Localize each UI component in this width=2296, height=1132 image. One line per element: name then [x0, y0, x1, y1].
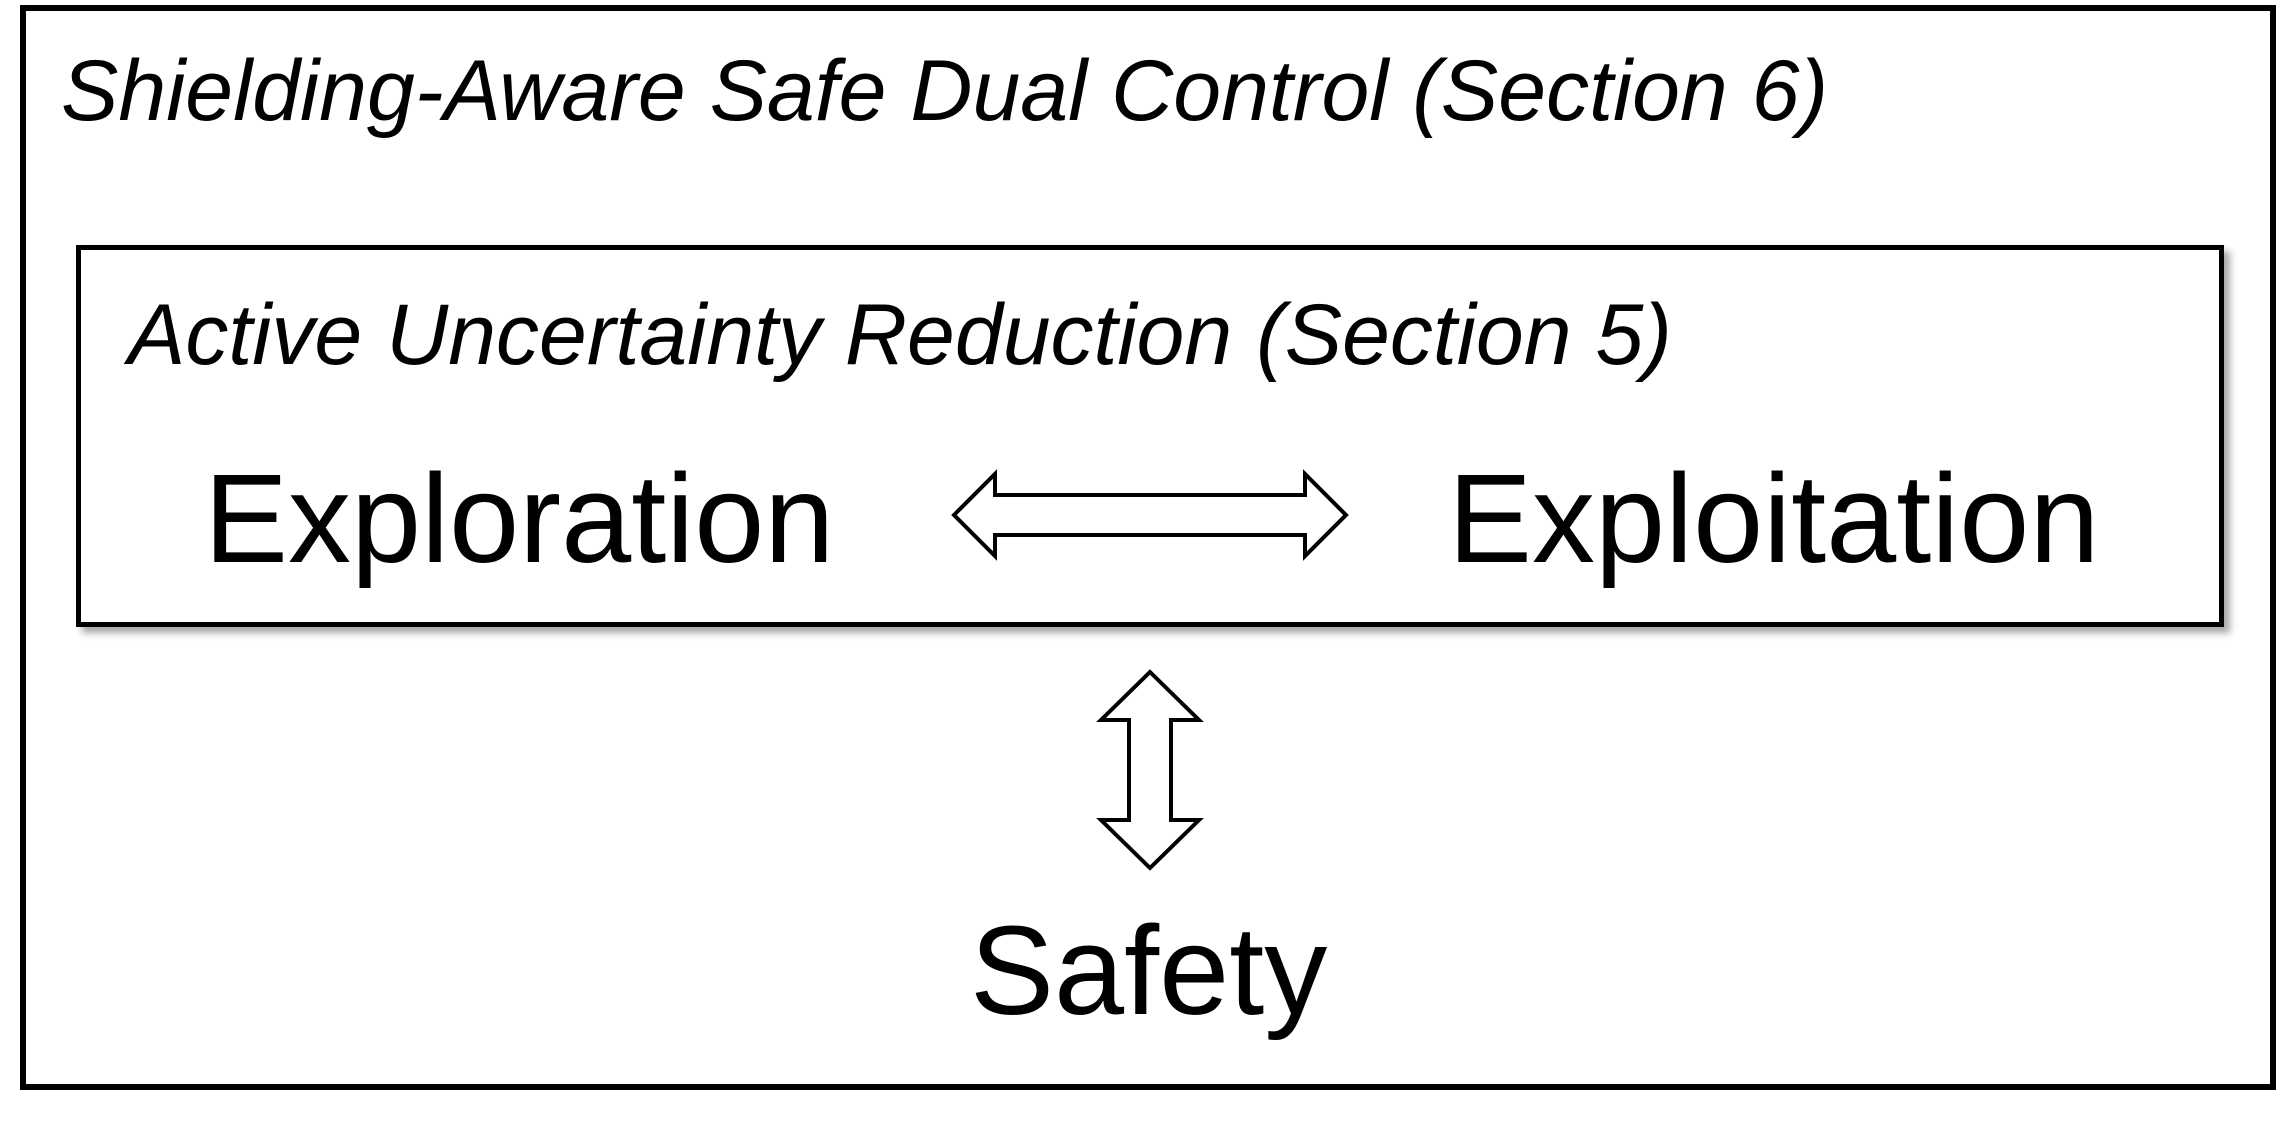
- outer-frame: [20, 5, 2276, 1090]
- inner-title: Active Uncertainty Reduction (Section 5): [128, 287, 1672, 383]
- exploration-label: Exploration: [204, 448, 835, 589]
- outer-title: Shielding-Aware Safe Dual Control (Secti…: [61, 43, 1829, 139]
- vertical-double-arrow-icon: [1096, 669, 1204, 871]
- exploitation-label: Exploitation: [1448, 448, 2100, 589]
- inner-frame: [76, 245, 2224, 627]
- horizontal-double-arrow-icon: [951, 469, 1349, 561]
- safety-label: Safety: [970, 900, 1328, 1041]
